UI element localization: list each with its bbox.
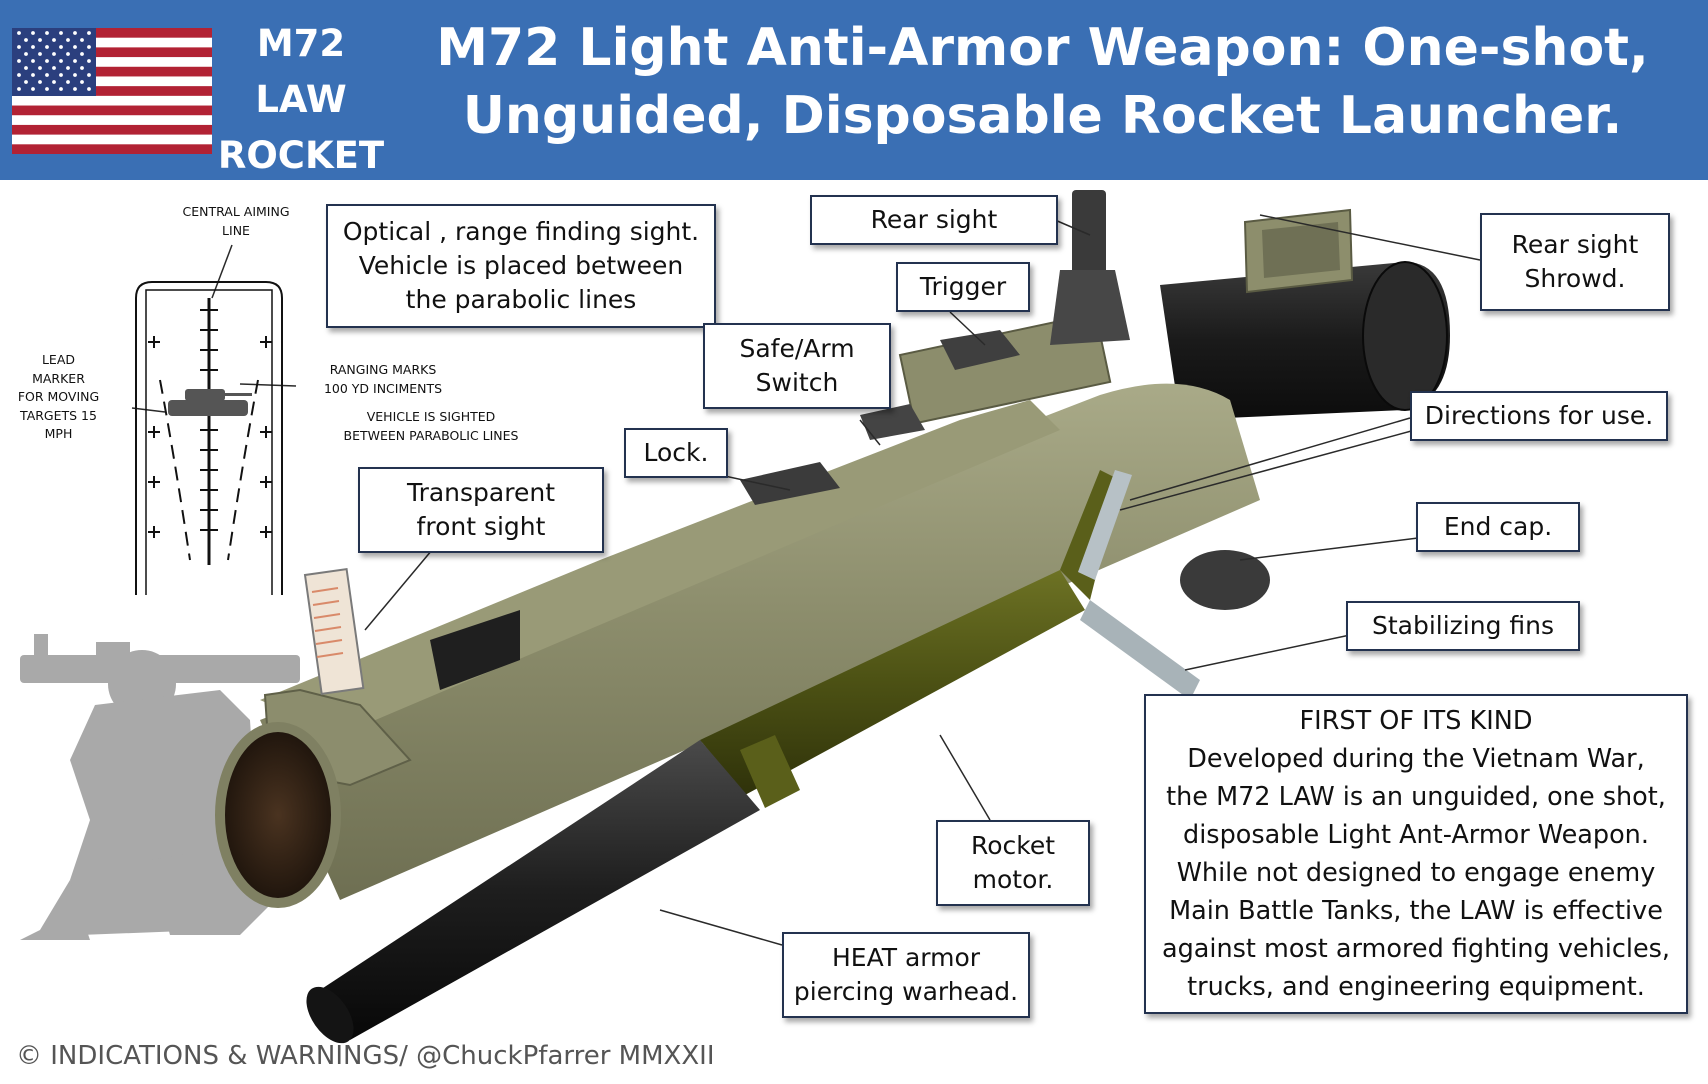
us-flag-icon — [12, 28, 212, 154]
description-line: Developed during the Vietnam War, — [1187, 744, 1645, 774]
callout-lock: Lock. — [624, 428, 728, 478]
launcher-tube — [215, 190, 1260, 908]
header-banner: M72 LAW ROCKET M72 Light Anti-Armor Weap… — [0, 0, 1708, 180]
badge-line: LAW — [255, 78, 347, 121]
description-heading: FIRST OF ITS KIND — [1299, 706, 1533, 736]
vehicle-sighted-label: VEHICLE IS SIGHTED BETWEEN PARABOLIC LIN… — [343, 409, 519, 443]
rocket — [306, 470, 1270, 1044]
copyright-credit: © INDICATIONS & WARNINGS/ @ChuckPfarrer … — [16, 1041, 715, 1071]
title-line: Unguided, Disposable Rocket Launcher. — [462, 86, 1623, 146]
rear-tube — [1160, 208, 1450, 420]
callout-rear-sight: Rear sight — [810, 195, 1058, 245]
badge-line: ROCKET — [217, 134, 385, 177]
callout-stabilizing-fins: Stabilizing fins — [1346, 601, 1580, 651]
ranging-marks-label: RANGING MARKS 100 YD INCIMENTS — [323, 362, 443, 396]
description-line: against most armored fighting vehicles, — [1161, 934, 1671, 964]
page-title: M72 Light Anti-Armor Weapon: One-shot, U… — [395, 14, 1690, 150]
lead-marker-label: LEAD MARKER FOR MOVING TARGETS 15 MPH — [17, 352, 100, 441]
weapon-badge: M72 LAW ROCKET — [216, 16, 386, 184]
soldier-silhouette — [20, 634, 300, 940]
callout-rocket-motor: Rocket motor. — [936, 820, 1090, 906]
central-aiming-line-label: CENTRAL AIMING LINE — [182, 204, 290, 238]
callout-optical-sight: Optical , range finding sight. Vehicle i… — [326, 204, 716, 328]
title-line: M72 Light Anti-Armor Weapon: One-shot, — [436, 18, 1649, 78]
description-panel: FIRST OF ITS KIND Developed during the V… — [1144, 694, 1688, 1014]
description-line: disposable Light Ant-Armor Weapon. — [1183, 820, 1649, 850]
callout-rear-sight-shroud: Rear sight Shrowd. — [1480, 213, 1670, 311]
description-line: the M72 LAW is an unguided, one shot, — [1166, 782, 1666, 812]
callout-safe-arm-switch: Safe/Arm Switch — [703, 323, 891, 409]
callout-trigger: Trigger — [896, 262, 1030, 312]
tank-icon — [168, 389, 252, 416]
description-line: Main Battle Tanks, the LAW is effective — [1169, 896, 1663, 926]
callout-transparent-front-sight: Transparent front sight — [358, 467, 604, 553]
callout-directions-for-use: Directions for use. — [1410, 391, 1668, 441]
description-line: While not designed to engage enemy — [1176, 858, 1656, 888]
badge-line: M72 — [256, 22, 346, 65]
callout-leader-lines — [131, 214, 1481, 946]
sight-reticle-diagram — [135, 281, 283, 595]
callout-end-cap: End cap. — [1416, 502, 1580, 552]
callout-heat-warhead: HEAT armor piercing warhead. — [782, 932, 1030, 1018]
description-line: trucks, and engineering equipment. — [1187, 972, 1645, 1002]
